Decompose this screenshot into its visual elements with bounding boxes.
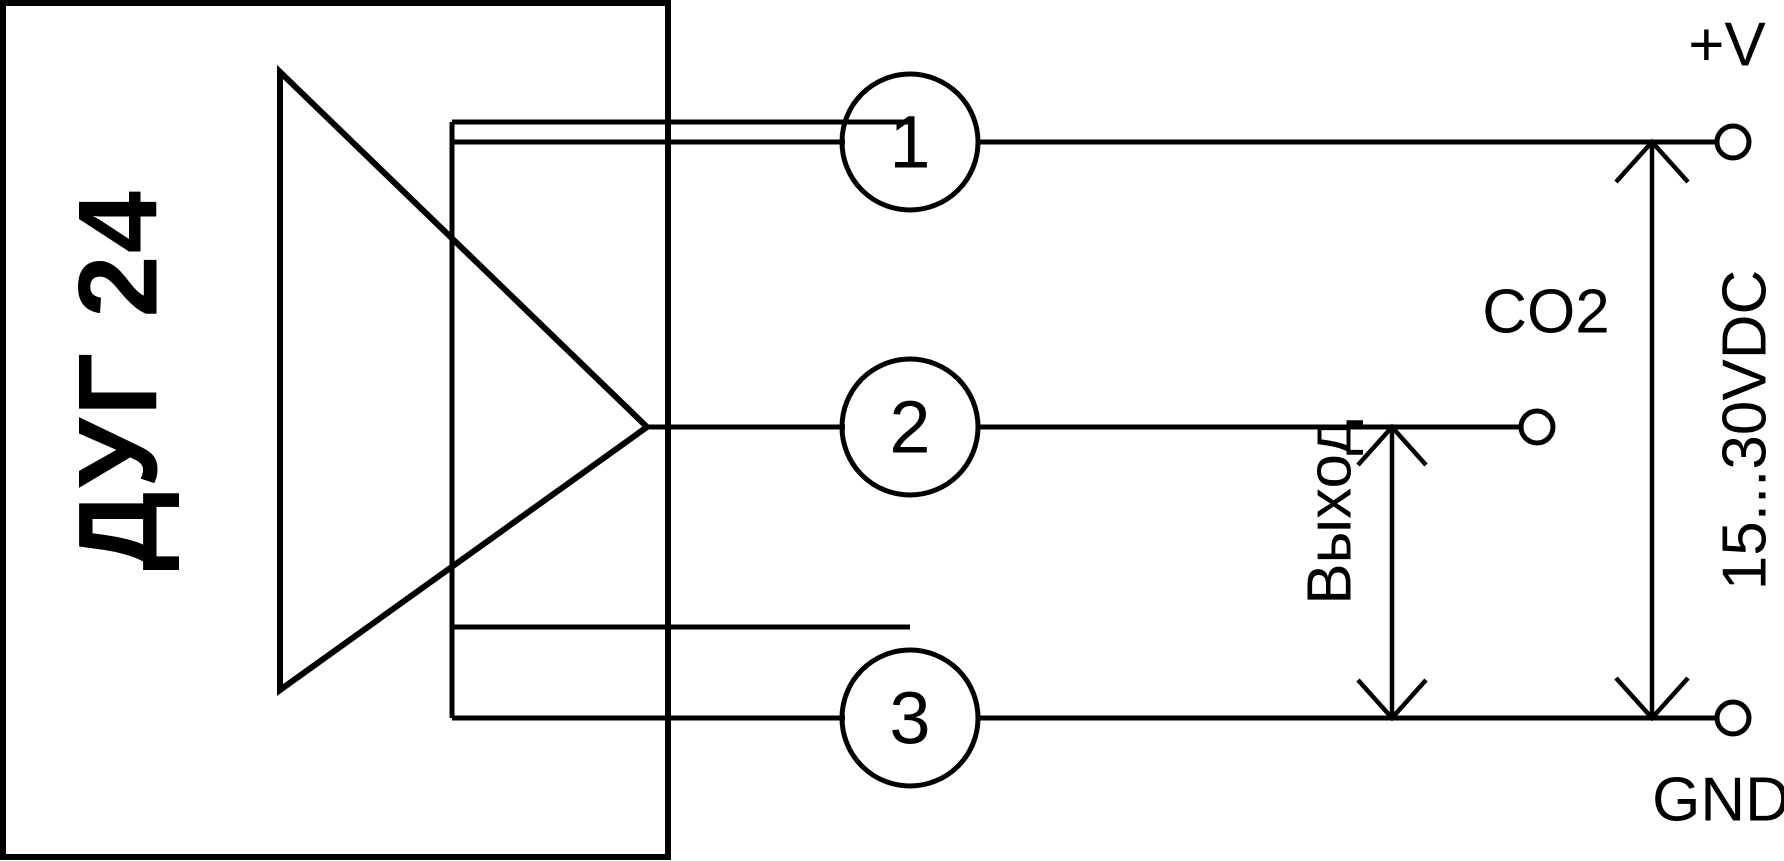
gnd-terminal-dot[interactable] [1714, 699, 1752, 737]
output-dimension-arrow-top [1356, 423, 1428, 467]
supply-dimension-arrow-bottom [1614, 676, 1690, 722]
triangle-sensor-symbol [277, 64, 652, 696]
pin-number-1: 1 [889, 101, 930, 184]
pin-number-2: 2 [889, 386, 930, 469]
supply-dimension-arrow-top [1614, 138, 1690, 184]
output-label: Выход [1296, 419, 1365, 605]
pin-number-3: 3 [889, 677, 930, 760]
device-enclosure-box [0, 0, 671, 860]
device-title: ДУГ 24 [56, 189, 181, 571]
plus-v-terminal-dot[interactable] [1714, 123, 1752, 161]
plus-v-label: +V [1688, 11, 1766, 80]
output-dimension-arrow-bottom [1356, 678, 1428, 722]
co2-label: CO2 [1482, 278, 1609, 347]
supply-voltage-label: 15...30VDC [1711, 270, 1780, 591]
gnd-label: GND [1652, 766, 1784, 835]
co2-terminal-dot[interactable] [1518, 408, 1556, 446]
